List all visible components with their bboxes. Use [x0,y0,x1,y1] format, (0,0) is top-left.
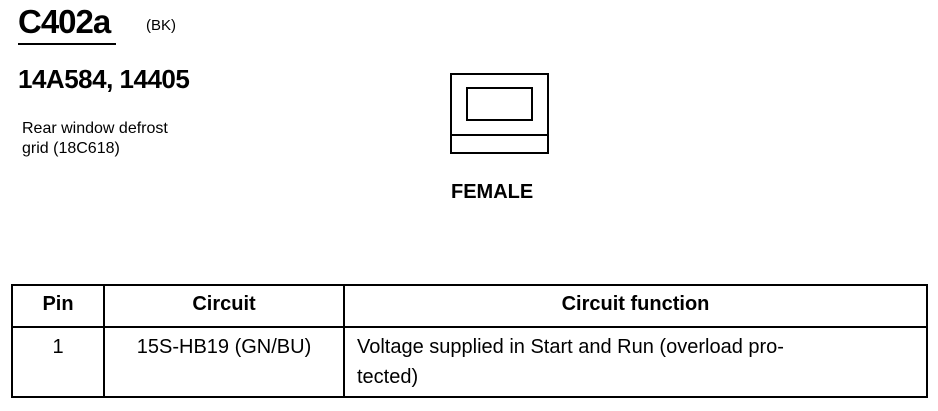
pin-table: Pin Circuit Circuit function 1 15S-HB19 … [11,284,928,398]
header-circuit-function: Circuit function [343,284,928,328]
connector-description: Rear window defrost grid (18C618) [22,119,222,159]
connector-cavity [466,87,533,121]
table-header-row: Pin Circuit Circuit function [11,284,928,328]
circuit-id: 15S-HB19 (GN/BU) [103,326,345,398]
circuit-function-line-1: Voltage supplied in Start and Run (overl… [357,336,784,358]
connector-face-icon [450,73,549,154]
table-row: 1 15S-HB19 (GN/BU) Voltage supplied in S… [11,326,928,398]
description-line-2: grid (18C618) [22,140,120,157]
description-line-1: Rear window defrost [22,120,168,137]
part-numbers: 14A584, 14405 [18,64,190,94]
connector-color: (BK) [146,17,176,34]
circuit-function: Voltage supplied in Start and Run (overl… [343,326,928,398]
header-circuit: Circuit [103,284,345,328]
connector-gender: FEMALE [451,181,534,203]
connector-id: C402a [18,2,117,45]
circuit-function-line-2: tected) [357,366,419,388]
connector-base-line [452,134,547,136]
pin-number: 1 [11,326,105,398]
header-pin: Pin [11,284,105,328]
